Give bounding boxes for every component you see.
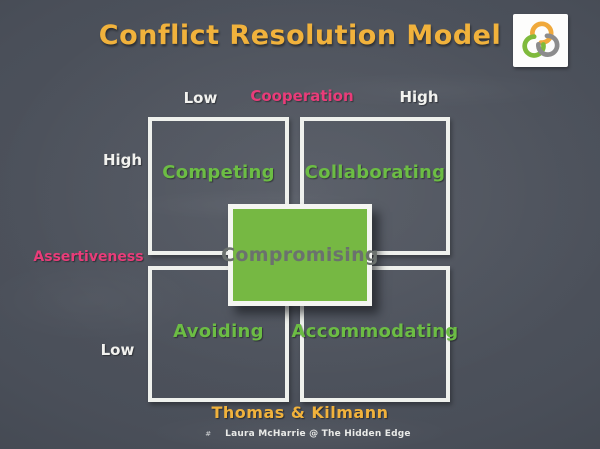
quadrant-collaborating-label: Collaborating (304, 162, 446, 183)
slide-title: Conflict Resolution Model (98, 20, 502, 51)
logo-ring-green (522, 34, 546, 58)
model-attribution: Thomas & Kilmann (211, 403, 389, 422)
assertiveness-low-label: Low (100, 341, 135, 359)
cooperation-high-label: High (399, 88, 439, 106)
logo-ring-gray (536, 33, 560, 57)
quadrant-accommodating: Accommodating (292, 266, 458, 402)
footer-marker-icon: # (205, 430, 212, 438)
cooperation-low-label: Low (183, 89, 218, 107)
interlocking-rings-icon (522, 21, 560, 58)
assertiveness-high-label: High (102, 151, 143, 169)
quadrant-competing-label: Competing (162, 162, 275, 183)
assertiveness-axis-label: Assertiveness (33, 249, 144, 265)
quadrant-avoiding: Avoiding (148, 266, 289, 402)
quadrant-competing: Competing (148, 117, 289, 255)
cooperation-axis-label: Cooperation (250, 87, 354, 105)
quadrant-avoiding-label: Avoiding (173, 321, 264, 342)
footer-credit: Laura McHarrie @ The Hidden Edge (225, 429, 411, 439)
compromising-label: Compromising (221, 244, 379, 266)
logo-ring-orange (530, 21, 554, 45)
quadrant-collaborating: Collaborating (300, 117, 450, 255)
slide-footer: # Laura McHarrie @ The Hidden Edge (8, 429, 600, 439)
compromising-box: Compromising (221, 204, 379, 306)
hidden-edge-logo (513, 14, 568, 67)
quadrant-accommodating-label: Accommodating (291, 321, 459, 342)
